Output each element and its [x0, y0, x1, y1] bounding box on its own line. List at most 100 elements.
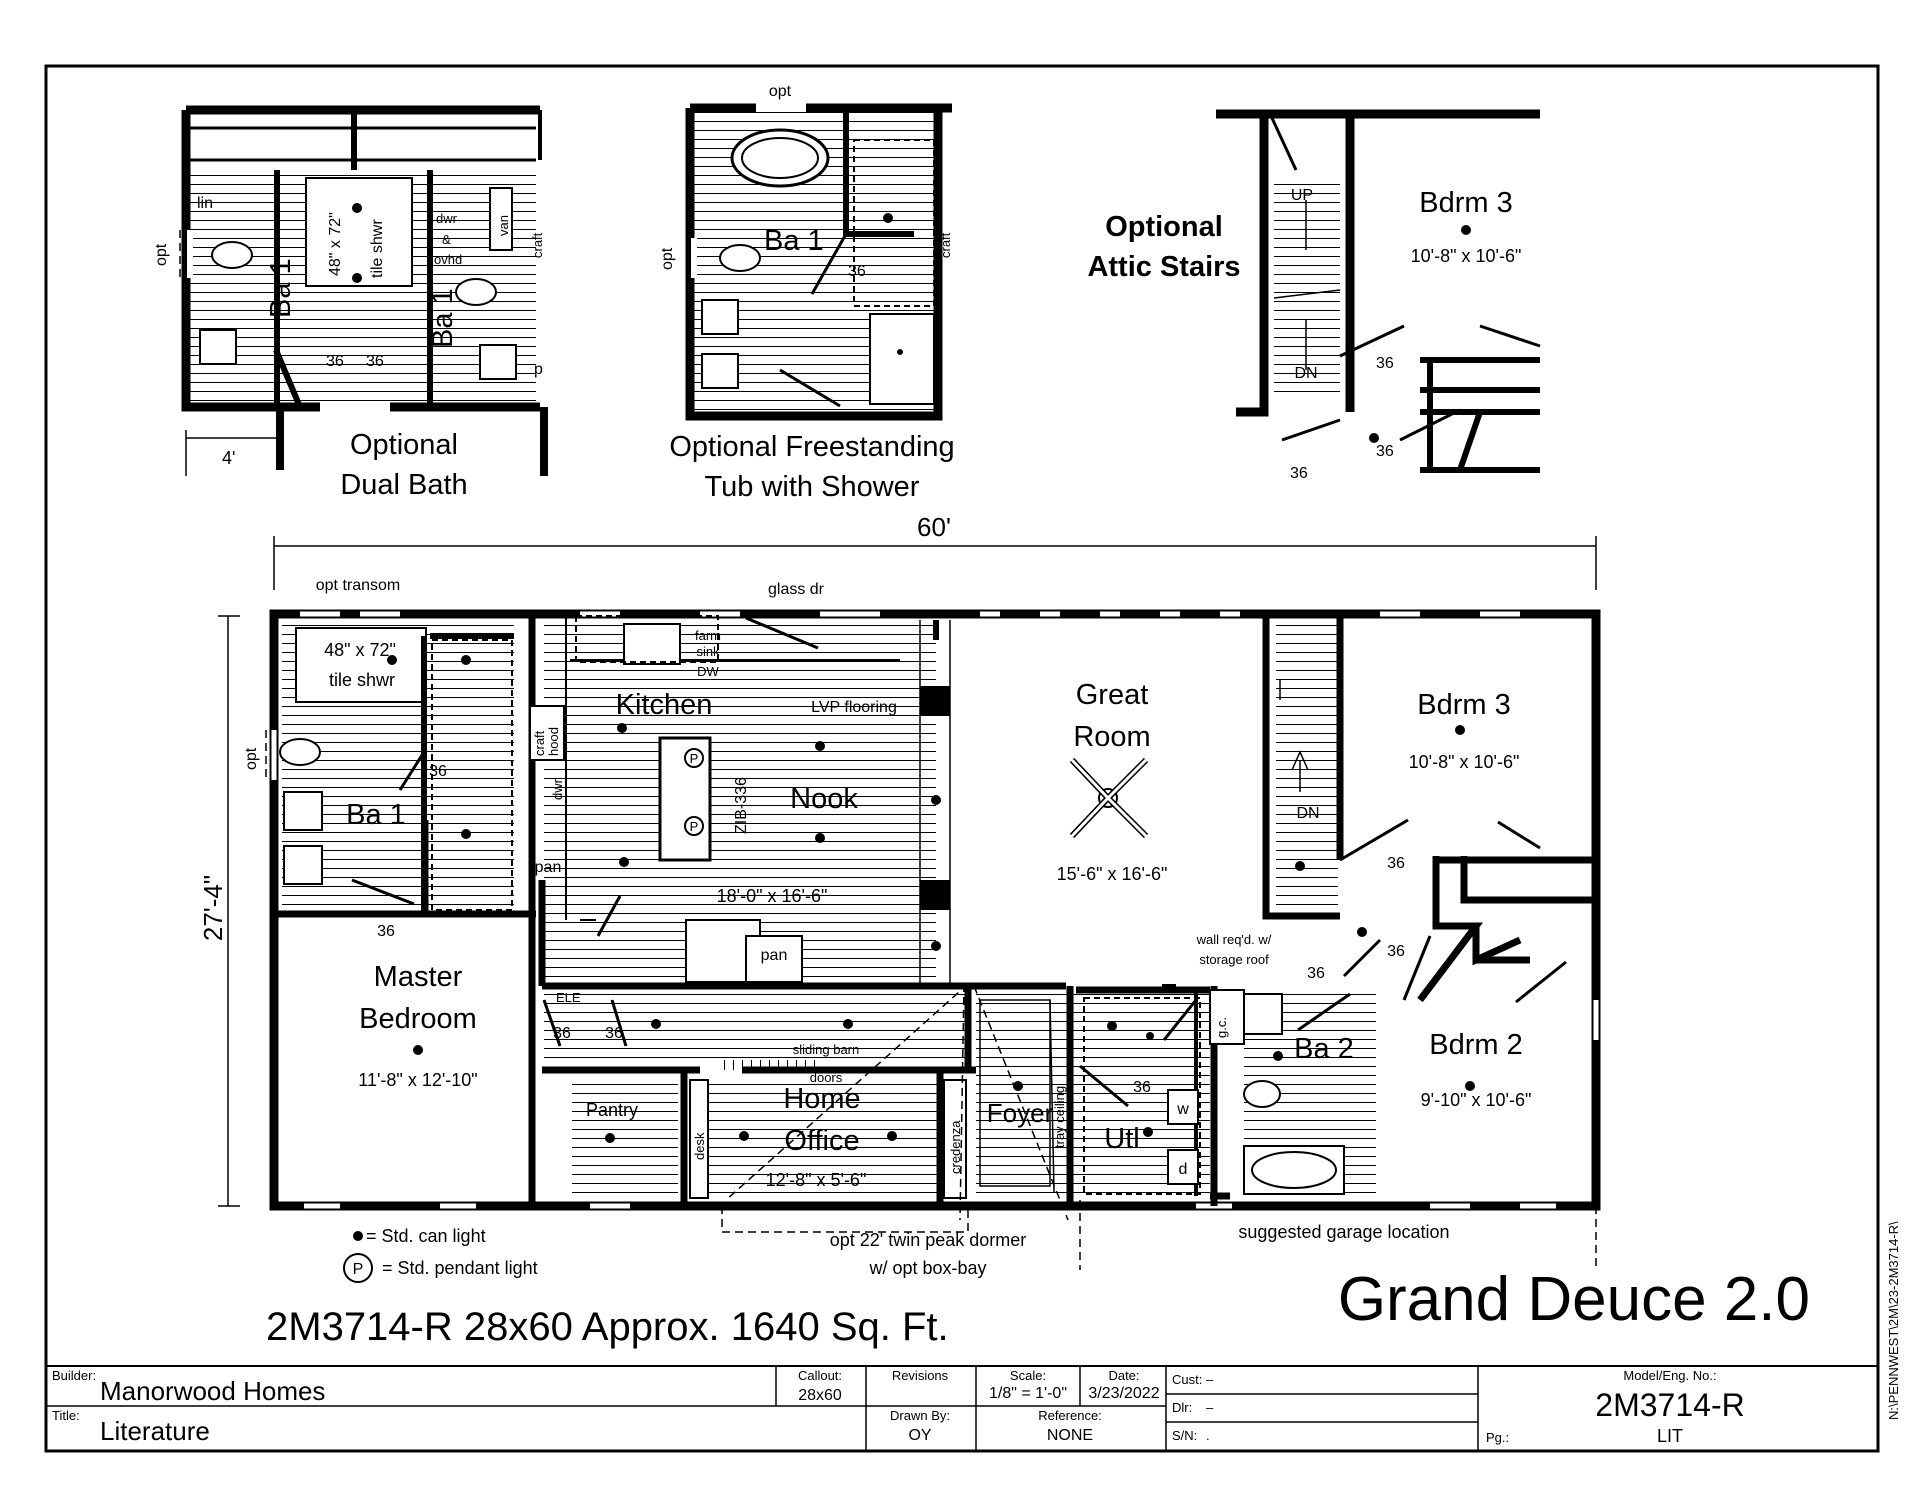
cust-label: Cust: [1172, 1372, 1202, 1387]
reference-label: Reference: [1038, 1408, 1102, 1423]
tub-ba1-label: Ba 1 [764, 225, 824, 257]
drawn-by-value: OY [908, 1427, 931, 1444]
utility-label: Utl [1104, 1123, 1139, 1155]
scale-label: Scale: [1010, 1368, 1046, 1383]
kitchen-size-label: 18'-0" x 16'-6" [717, 886, 828, 906]
ba1-right-label: Ba 1 [427, 288, 459, 348]
attic-title-2: Attic Stairs [1087, 251, 1240, 283]
stairs-dn-label: DN [1296, 805, 1319, 822]
craft-hood-label-1: craft [532, 730, 547, 756]
bdrm2-size: 9'-10" x 10'-6" [1421, 1090, 1532, 1110]
attic-door-36-c: 36 [1290, 465, 1308, 482]
callout-label: Callout: [798, 1368, 842, 1383]
dim-4ft: 4' [222, 448, 235, 468]
legend-pendant-light: = Std. pendant light [382, 1258, 538, 1278]
ovhd-label: ovhd [434, 252, 462, 267]
nook-label: Nook [790, 783, 858, 815]
windows [271, 611, 1599, 1209]
desk-label: desk [692, 1132, 707, 1160]
master-label-2: Bedroom [359, 1003, 477, 1035]
builder-label: Builder: [52, 1368, 96, 1383]
tub-title-2: Tub with Shower [705, 471, 920, 503]
svg-text:P: P [690, 819, 699, 834]
door-36-b: 36 [366, 353, 384, 370]
door-36-ba2: 36 [1307, 965, 1325, 982]
craft-label: craft [530, 232, 545, 258]
bdrm2-name: Bdrm 2 [1429, 1029, 1522, 1061]
tub-opt-left-label: opt [659, 247, 676, 270]
dlr-label: Dlr: [1172, 1400, 1192, 1415]
tub-craft-label: craft [938, 232, 953, 258]
farm-sink-label-2: sink [696, 644, 720, 659]
foyer-label: Foyer [987, 1098, 1054, 1128]
dlr-value: – [1206, 1400, 1214, 1415]
dwr-amp-label: & [442, 232, 451, 247]
dryer-label: d [1179, 1161, 1188, 1178]
dual-bath-title-1: Optional [350, 429, 458, 461]
model-no-label: Model/Eng. No.: [1623, 1368, 1716, 1383]
inset-freestanding-tub: opt opt Ba 1 36 craft Optional Freestand… [659, 83, 955, 503]
drawer-label: dwr [550, 778, 565, 800]
title-label: Title: [52, 1408, 80, 1423]
opt-transom-label: opt transom [316, 577, 400, 594]
reference-value: NONE [1047, 1427, 1093, 1444]
date-value: 3/23/2022 [1088, 1385, 1159, 1402]
bdrm3-name: Bdrm 3 [1417, 689, 1510, 721]
builder-value: Manorwood Homes [100, 1376, 325, 1406]
master-label-1: Master [374, 961, 463, 993]
lit-value: LIT [1657, 1426, 1683, 1446]
model-name-title: Grand Deuce 2.0 [1338, 1265, 1810, 1334]
p-label: p [534, 361, 543, 378]
tray-ceiling-label: tray ceiling [1052, 1086, 1067, 1148]
legend-can-light: = Std. can light [366, 1226, 486, 1246]
attic-door-36-a: 36 [1376, 355, 1394, 372]
credenza-label: credenza [948, 1120, 963, 1174]
title-value: Literature [100, 1416, 210, 1446]
pan-label-1: pan [535, 859, 562, 876]
office-label-2: Office [784, 1125, 859, 1157]
shower-size-label: 48" x 72" [327, 212, 344, 276]
attic-bdrm3-name: Bdrm 3 [1419, 187, 1512, 219]
dishwasher-label: DW [697, 664, 719, 679]
title-block: Builder: Manorwood Homes Title: Literatu… [46, 1365, 1878, 1451]
ele-label: ELE [556, 990, 581, 1005]
craft-hood-label-2: hood [546, 727, 561, 756]
main-shower-size: 48" x 72" [324, 640, 396, 660]
pantry-label: Pantry [586, 1100, 638, 1120]
ceiling-fan-icon [1069, 757, 1149, 839]
hall-door-36-a: 36 [553, 1025, 571, 1042]
island-label: ZIB-336 [733, 777, 750, 834]
main-shower-type: tile shwr [329, 670, 395, 690]
bdrm3-size: 10'-8" x 10'-6" [1409, 752, 1520, 772]
ba1-door-36: 36 [429, 763, 447, 780]
master-size-label: 11'-8" x 12'-10" [358, 1070, 477, 1090]
sn-label: S/N: [1172, 1428, 1197, 1443]
farm-sink-label-1: farm [695, 628, 721, 643]
wall-note-2: storage roof [1199, 952, 1269, 967]
kitchen-label: Kitchen [616, 689, 713, 721]
attic-title-1: Optional [1105, 211, 1223, 243]
tub-opt-top-label: opt [769, 83, 792, 100]
wall-note-1: wall req'd. w/ [1196, 932, 1272, 947]
lvp-flooring-label: LVP flooring [811, 699, 897, 716]
sliding-doors-label: doors [810, 1070, 843, 1085]
gc-label: g.c. [1214, 1017, 1229, 1038]
model-description: 2M3714-R 28x60 Approx. 1640 Sq. Ft. [266, 1305, 949, 1349]
cust-value: – [1206, 1372, 1214, 1387]
scale-value: 1/8" = 1'-0" [989, 1385, 1067, 1402]
pan-label-2: pan [761, 947, 788, 964]
dwr-label: dwr [436, 211, 458, 226]
opt-window-label: opt [153, 243, 170, 266]
model-no-value: 2M3714-R [1595, 1387, 1744, 1423]
inset-attic-stairs: UP DN Bdrm 3 10'-8" x 10'-6" 36 36 36 Op… [1087, 109, 1541, 482]
file-path-note: N:\PENNWEST\2M\23-2M3714-R\ [1886, 1221, 1901, 1420]
van-label: van [496, 215, 511, 236]
washer-label: w [1176, 1101, 1189, 1118]
utl-door-36: 36 [1133, 1079, 1151, 1096]
tub-door-36: 36 [848, 263, 866, 280]
can-lights [387, 655, 1475, 1143]
master-door-36: 36 [377, 923, 395, 940]
door-36-bdrm3: 36 [1387, 855, 1405, 872]
